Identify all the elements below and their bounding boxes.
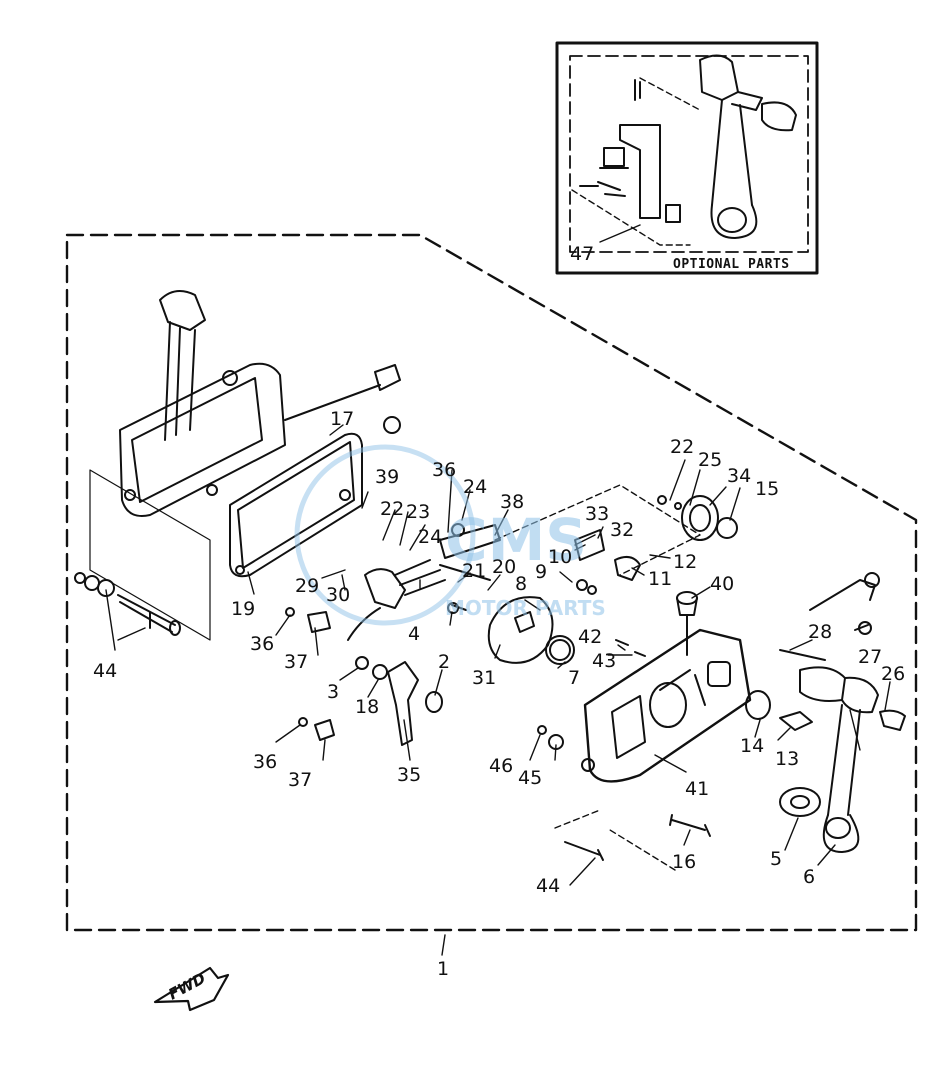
callout-10: 10 [548,546,572,568]
callout-21: 21 [462,560,486,582]
callout-41: 41 [685,778,709,800]
control-box-housing [581,628,752,783]
callout-23: 23 [406,501,430,523]
callout-43: 43 [592,650,616,672]
callout-25: 25 [698,449,722,471]
watermark-logo: CMS MOTOR PARTS [294,444,606,626]
main-lever-assembly [745,572,906,853]
callout-8: 8 [515,573,527,595]
watermark-logo-text: CMS [445,506,587,574]
callout-6: 6 [803,866,815,888]
callout-28: 28 [808,621,832,643]
callout-36a: 36 [432,459,456,481]
cam-arm-35 [387,661,419,746]
fwd-label: FWD [165,969,208,1003]
callout-46: 46 [489,755,513,777]
callout-15: 15 [755,478,779,500]
optional-lever-hub-icon [710,204,758,239]
callout-16: 16 [672,851,696,873]
callout-5: 5 [770,848,782,870]
callout-22a: 22 [380,498,404,520]
callout-26: 26 [881,663,905,685]
callout-9: 9 [535,561,547,583]
callout-20: 20 [492,556,516,578]
optional-bracket-icon [619,124,661,219]
callout-4: 4 [408,623,420,645]
callout-32: 32 [610,519,634,541]
callout-44b: 44 [536,875,560,897]
callout-35: 35 [397,764,421,786]
lever-hub-icon [822,814,860,853]
callout-38: 38 [500,491,524,513]
callout-36c: 36 [253,751,277,773]
shift-mechanism [347,523,501,641]
tension-knob-40 [676,591,698,656]
callout-44a: 44 [93,660,117,682]
grip-26-icon [879,709,906,731]
callout-14: 14 [740,735,764,757]
callout-18: 18 [355,696,379,718]
link-rod-38 [439,524,501,559]
callout-36b: 36 [250,633,274,655]
friction-gear [657,495,738,541]
detent-assembly [494,484,701,595]
callout-22b: 22 [670,436,694,458]
callout-27: 27 [858,646,882,668]
callout-17: 17 [330,408,354,430]
callout-42: 42 [578,626,602,648]
lever-knob-27 [799,666,846,702]
optional-parts-label: OPTIONAL PARTS [673,257,790,272]
callout-2: 2 [438,651,450,673]
callout-45: 45 [518,767,542,789]
callout-31: 31 [472,667,496,689]
callout-3: 3 [327,681,339,703]
callout-37a: 37 [284,651,308,673]
part-13 [779,711,813,731]
callout-13: 13 [775,748,799,770]
cam-plate [487,596,575,665]
watermark-text: MOTOR PARTS [445,596,606,620]
callout-1: 1 [437,958,449,980]
callout-29: 29 [295,575,319,597]
callout-7: 7 [568,667,580,689]
callout-40: 40 [710,573,734,595]
optional-lever-head-icon [699,54,739,101]
callout-labels: 47 1 2 3 4 5 6 7 8 9 10 11 12 13 14 15 1… [93,243,905,980]
callout-39: 39 [375,466,399,488]
lower-parts [285,602,711,871]
callout-47: 47 [570,243,594,265]
fwd-arrow-icon [153,966,230,1012]
upper-lever-head-icon [159,290,206,331]
left-bolt-set [74,469,211,641]
callout-24b: 24 [463,476,487,498]
callout-19: 19 [231,598,255,620]
callout-34: 34 [727,465,751,487]
gasket-plate [229,432,363,578]
remote-control-cover [119,290,401,517]
callout-30: 30 [326,584,350,606]
leader-lines [105,224,891,956]
callout-33: 33 [585,503,609,525]
assembly-boundary [65,233,918,932]
callout-12: 12 [673,551,697,573]
callout-37b: 37 [288,769,312,791]
optional-parts-inset [555,41,819,275]
optional-knob-icon [761,101,797,132]
callout-24a: 24 [418,526,442,548]
callout-11: 11 [648,568,672,590]
